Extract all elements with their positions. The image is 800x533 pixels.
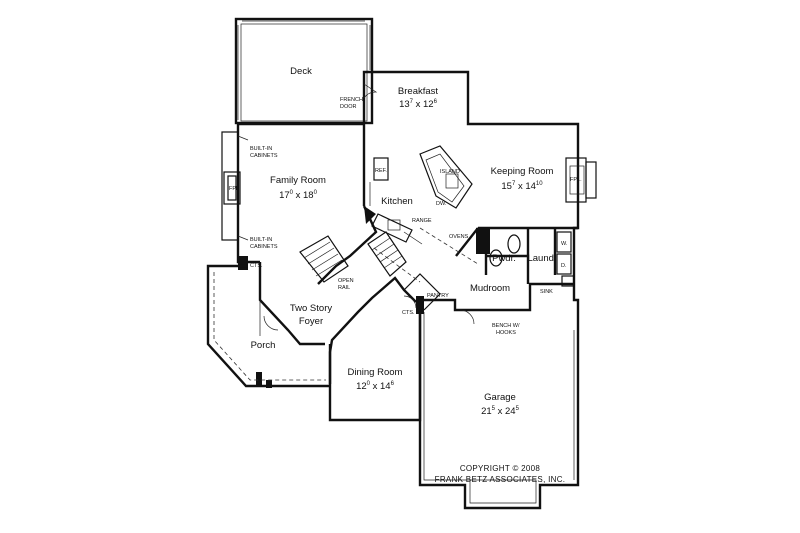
stairs bbox=[299, 231, 407, 283]
fpl-left-label: FPL. bbox=[229, 186, 241, 192]
open-rail-label-1: OPEN bbox=[338, 278, 354, 284]
keeping-fireplace bbox=[565, 157, 597, 203]
room-labels: Deck FRENCH DOOR Breakfast 137 x 126 BUI… bbox=[229, 66, 582, 484]
porch-label: Porch bbox=[251, 340, 276, 351]
pantry-label: PANTRY bbox=[427, 293, 449, 299]
keeping-room-label: Keeping Room bbox=[491, 166, 554, 177]
cts-left-label: CTS. bbox=[250, 263, 263, 269]
family-room-label: Family Room bbox=[270, 175, 326, 186]
copyright-line-2: FRANK BETZ ASSOCIATES, INC. bbox=[435, 475, 566, 484]
builtin-top-label-2: CABINETS bbox=[250, 153, 278, 159]
dining-room-label: Dining Room bbox=[348, 367, 403, 378]
garage-label: Garage bbox=[484, 392, 516, 403]
ovens-label: OVENS bbox=[449, 234, 469, 240]
porch bbox=[206, 264, 330, 388]
french-door-label-1: FRENCH bbox=[340, 97, 363, 103]
breakfast-label: Breakfast bbox=[398, 86, 438, 97]
foyer-label-2: Foyer bbox=[299, 316, 323, 327]
builtin-bottom-label-2: CABINETS bbox=[250, 244, 278, 250]
fpl-right-label: FPL. bbox=[570, 177, 582, 183]
ref-label: REF. bbox=[375, 168, 387, 174]
copyright-line-1: COPYRIGHT © 2008 bbox=[460, 464, 541, 473]
foyer-label-1: Two Story bbox=[290, 303, 332, 314]
cts-mid-label: CTS. bbox=[402, 310, 415, 316]
keeping-room-dimensions: 157 x 1410 bbox=[501, 181, 543, 192]
dining-room-dimensions: 120 x 146 bbox=[356, 381, 395, 392]
kitchen-fixtures bbox=[369, 145, 473, 245]
garage-dimensions: 215 x 245 bbox=[481, 406, 520, 417]
bath-fixtures bbox=[489, 231, 575, 287]
bench-label-1: BENCH W/ bbox=[492, 323, 520, 329]
laundry-label: Laund. bbox=[527, 253, 556, 264]
deck-label: Deck bbox=[290, 66, 312, 77]
sink-label: SINK bbox=[540, 289, 553, 295]
builtin-top-label-1: BUILT-IN bbox=[250, 146, 272, 152]
range-label: RANGE bbox=[412, 218, 432, 224]
doors bbox=[263, 83, 479, 331]
french-door-label-2: DOOR bbox=[340, 104, 357, 110]
bench-label-2: HOOKS bbox=[496, 330, 516, 336]
builtin-bottom-label-1: BUILT-IN bbox=[250, 237, 272, 243]
family-fireplace bbox=[221, 131, 249, 241]
powder-label: Pwdr. bbox=[492, 253, 516, 264]
kitchen-label: Kitchen bbox=[381, 196, 413, 207]
mudroom-label: Mudroom bbox=[470, 283, 510, 294]
washer-label: W. bbox=[561, 241, 568, 247]
wall-fills bbox=[238, 206, 490, 388]
walls bbox=[236, 70, 580, 510]
family-room-dimensions: 170 x 180 bbox=[279, 190, 318, 201]
dryer-label: D. bbox=[561, 263, 567, 269]
island-label: ISLAND bbox=[440, 169, 460, 175]
dw-label: DW. bbox=[436, 201, 447, 207]
open-rail-label-2: RAIL bbox=[338, 285, 350, 291]
breakfast-dimensions: 137 x 126 bbox=[399, 99, 438, 110]
